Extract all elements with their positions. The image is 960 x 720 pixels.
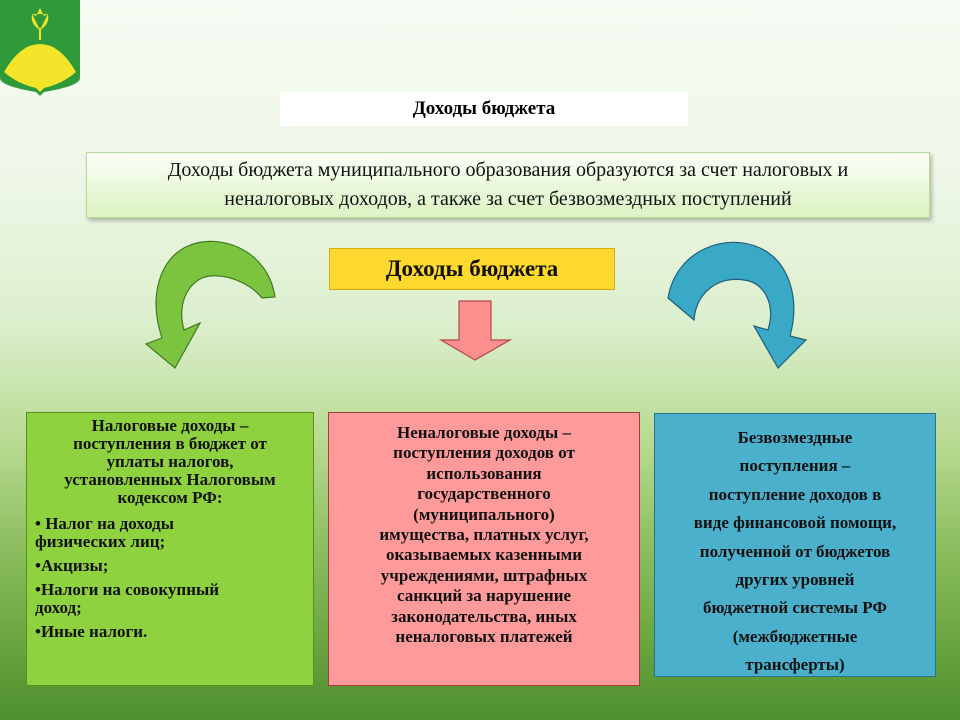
center-heading-text: Доходы бюджета xyxy=(385,256,559,281)
emblem-logo xyxy=(0,0,80,96)
gratuitous-line: полученной от бюджетов xyxy=(699,541,891,561)
center-heading-box: Доходы бюджета xyxy=(329,248,615,290)
gratuitous-line: виде финансовой помощи, xyxy=(693,513,897,533)
tax-item-line: •Иные налоги. xyxy=(35,622,148,641)
nontax-line: имущества, платных услуг, xyxy=(379,525,589,545)
emblem-field-icon xyxy=(4,44,76,92)
gratuitous-line: других уровней xyxy=(735,570,855,590)
page-title: Доходы бюджета xyxy=(280,92,688,126)
gratuitous-line: Безвозмездные xyxy=(737,428,853,447)
gratuitous-receipts-card: Безвозмездные поступления – поступление … xyxy=(654,413,936,677)
gratuitous-line: поступления – xyxy=(739,456,851,476)
gratuitous-line: трансферты) xyxy=(745,655,845,675)
curved-arrow-right-icon xyxy=(667,241,808,369)
tax-item-line: физических лиц; xyxy=(35,532,166,551)
nontax-line: неналоговых платежей xyxy=(395,627,573,647)
nontax-line: (муниципального) xyxy=(413,504,555,524)
nontax-line: использования xyxy=(426,463,542,483)
nontax-line: законодательства, иных xyxy=(391,606,577,626)
nontax-line: оказываемых казенными xyxy=(385,545,583,565)
nontax-income-card: Неналоговые доходы – поступления доходов… xyxy=(328,412,640,686)
nontax-line: учреждениями, штрафных xyxy=(380,565,588,585)
emblem-tulip-icon xyxy=(31,8,49,30)
nontax-line: государственного xyxy=(417,484,551,504)
tax-heading-line: уплаты налогов, xyxy=(106,452,234,471)
intro-box: Доходы бюджета муниципального образовани… xyxy=(86,152,930,218)
intro-line-2: неналоговых доходов, а также за счет без… xyxy=(224,188,792,210)
tax-item-line: • Налог на доходы xyxy=(35,514,175,533)
tax-heading-line: Налоговые доходы – xyxy=(91,416,249,435)
tax-income-heading: Налоговые доходы – поступления в бюджет … xyxy=(35,417,305,507)
intro-line-1: Доходы бюджета муниципального образовани… xyxy=(167,159,849,181)
gratuitous-line: бюджетной системы РФ xyxy=(702,598,888,618)
tax-item-line: •Акцизы; xyxy=(35,556,109,575)
tax-heading-line: установленных Налоговым xyxy=(64,470,276,489)
tax-list-item: • Налог на доходы физических лиц; xyxy=(35,515,305,551)
gratuitous-line: (межбюджетные xyxy=(732,626,858,646)
tax-item-line: доход; xyxy=(35,598,82,617)
tax-item-line: •Налоги на совокупный xyxy=(35,580,220,599)
gratuitous-line: поступление доходов в xyxy=(708,484,882,504)
tax-list-item: •Налоги на совокупный доход; xyxy=(35,581,305,617)
nontax-line: Неналоговые доходы – xyxy=(396,423,572,442)
nontax-line: поступления доходов от xyxy=(393,443,575,463)
tax-list-item: •Акцизы; xyxy=(35,557,305,575)
nontax-line: санкций за нарушение xyxy=(396,586,572,606)
tax-heading-line: поступления в бюджет от xyxy=(73,434,267,453)
curved-arrow-left-icon xyxy=(144,240,276,369)
page-title-text: Доходы бюджета xyxy=(412,98,556,119)
tax-list-item: •Иные налоги. xyxy=(35,623,305,641)
down-arrow-center-icon xyxy=(438,300,513,361)
tax-income-card: Налоговые доходы – поступления в бюджет … xyxy=(26,412,314,686)
tax-heading-line: кодексом РФ: xyxy=(117,488,223,507)
